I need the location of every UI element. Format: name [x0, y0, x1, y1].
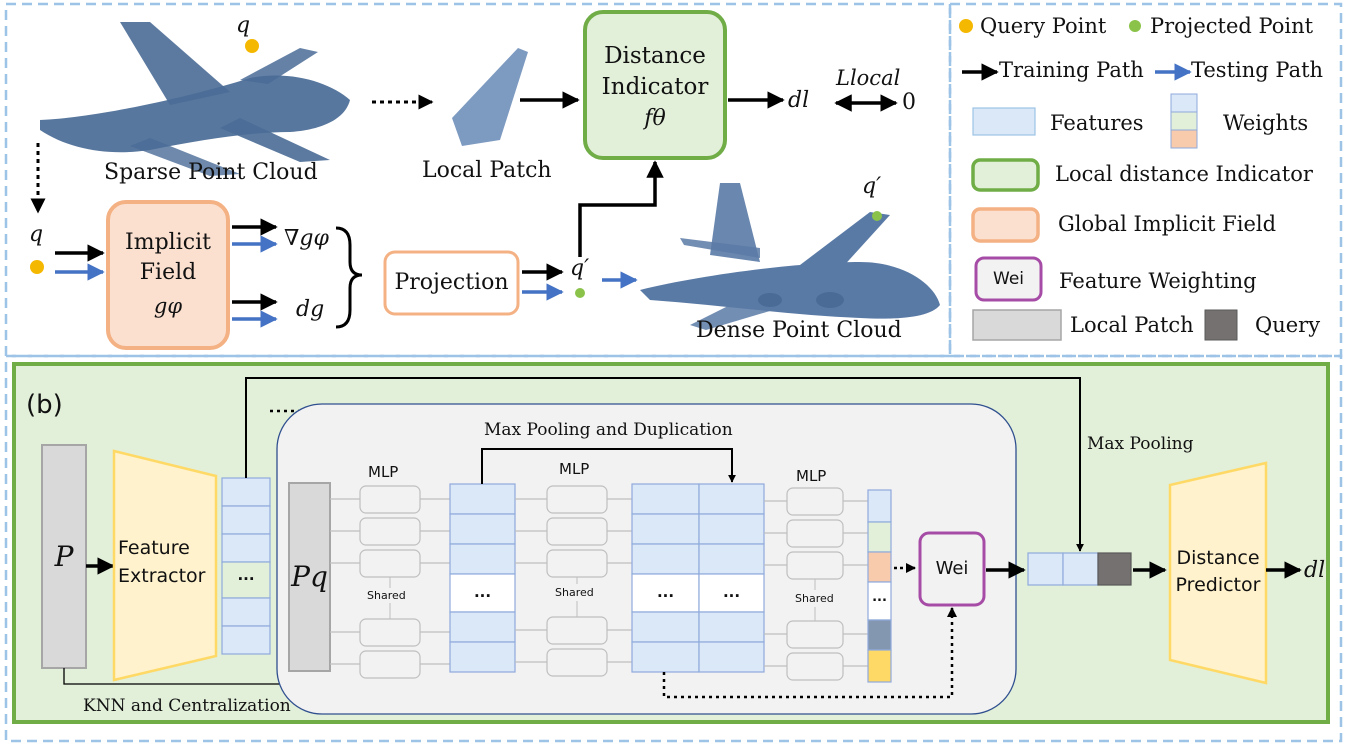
legend-projected-point-icon [1129, 20, 1141, 32]
legend-query-swatch [1204, 309, 1238, 341]
implicit-line1: Implicit [125, 230, 211, 255]
mlp1-stack [359, 485, 421, 679]
distance-indicator-box [583, 10, 727, 160]
legend-global-field-swatch [971, 207, 1040, 243]
distance-predictor-box [1168, 461, 1268, 685]
distance-indicator-line2: Indicator [601, 74, 709, 100]
legend-training-path-label: Training Path [999, 58, 1144, 82]
shared1-label: Shared [367, 589, 406, 602]
legend-wei-text: Wei [993, 269, 1024, 289]
feature-extractor-box [112, 449, 218, 682]
dense-point-cloud-label: Dense Point Cloud [696, 318, 902, 343]
legend-testing-path-label: Testing Path [1191, 58, 1324, 82]
shared3-label: Shared [795, 592, 834, 605]
sparse-airplane-icon [40, 22, 350, 176]
panel-b-frame [4, 354, 1343, 743]
loss-label: Llocal [836, 66, 901, 90]
query-point-top-icon [245, 39, 259, 53]
feature-column [221, 477, 271, 655]
legend-projected-point-label: Projected Point [1150, 14, 1314, 38]
legend-query-point-icon [959, 19, 973, 33]
feat2b-dots: ... [722, 583, 741, 601]
sparse-point-cloud-label: Sparse Point Cloud [104, 160, 318, 185]
output-dl-bottom: dl [1304, 558, 1326, 583]
feature-stack-1 [449, 483, 516, 673]
knn-label: KNN and Centralization [83, 696, 291, 716]
output-dl-top: dl [788, 88, 810, 113]
distance-indicator-line1: Distance [604, 43, 706, 69]
max-pool-dup-label: Max Pooling and Duplication [484, 420, 733, 440]
legend-query-point-label: Query Point [980, 14, 1107, 38]
distance-indicator-func: fθ [644, 106, 666, 131]
wei-label: Wei [935, 558, 969, 579]
projection-label: Projection [394, 270, 509, 295]
feature-column-dots: ... [237, 566, 255, 584]
feature-stack-2 [631, 483, 765, 673]
legend-local-indicator-label: Local distance Indicator [1055, 162, 1313, 186]
legend-feature-weighting-label: Feature Weighting [1059, 269, 1257, 293]
concat-vector [1027, 552, 1132, 586]
implicit-func: gφ [153, 294, 183, 318]
mlp1-label: MLP [368, 463, 399, 481]
projection-box [383, 250, 520, 316]
distance-predictor-line2: Predictor [1175, 574, 1261, 596]
legend-global-field-label: Global Implicit Field [1058, 212, 1277, 236]
feature-extractor-line1: Feature [118, 537, 190, 559]
zero-label: 0 [902, 90, 916, 115]
query-point-left-icon [30, 260, 44, 274]
legend-frame [948, 2, 1343, 358]
projected-point-icon [575, 288, 585, 298]
query-label-top: q [236, 13, 251, 38]
feat2a-dots: ... [656, 583, 675, 601]
legend-features-label: Features [1050, 111, 1144, 135]
Pq-box [288, 482, 331, 672]
local-patch-label: Local Patch [422, 158, 552, 183]
weight-column [867, 489, 892, 683]
panel-b-label: (b) [26, 390, 63, 420]
implicit-field-box [106, 200, 230, 350]
input-P-label: P [54, 540, 74, 573]
legend-wei-swatch [974, 256, 1043, 302]
weight-dots: ... [872, 590, 887, 605]
feature-extractor-line2: Extractor [118, 565, 206, 587]
legend-local-indicator-swatch [971, 158, 1040, 192]
legend-weights-label: Weights [1223, 111, 1309, 135]
shared2-label: Shared [555, 586, 594, 599]
feat1-dots: ... [473, 583, 492, 601]
Pq-label: Pq [291, 560, 328, 593]
legend-features-swatch [972, 107, 1036, 136]
qprime-left-label: q′ [570, 256, 590, 281]
mlp3-label: MLP [796, 467, 827, 485]
projected-point-dense-icon [872, 211, 882, 221]
dg-label: dg [296, 297, 325, 322]
query-label-left: q [29, 222, 44, 247]
legend-weights-swatch [1170, 93, 1198, 149]
max-pooling-label: Max Pooling [1087, 434, 1194, 454]
qprime-right-label: q′ [862, 174, 882, 199]
gradient-label: ∇gφ [284, 226, 329, 251]
legend-query-label: Query [1255, 313, 1321, 337]
wei-box [918, 531, 986, 607]
legend-local-patch-swatch [972, 309, 1062, 341]
input-P-box [41, 444, 87, 669]
dense-airplane-icon [640, 183, 940, 330]
local-patch-icon [452, 48, 528, 146]
mlp2-label: MLP [559, 460, 590, 478]
implicit-line2: Field [139, 260, 197, 285]
distance-predictor-line1: Distance [1176, 547, 1260, 569]
legend-local-patch-label: Local Patch [1070, 313, 1194, 337]
